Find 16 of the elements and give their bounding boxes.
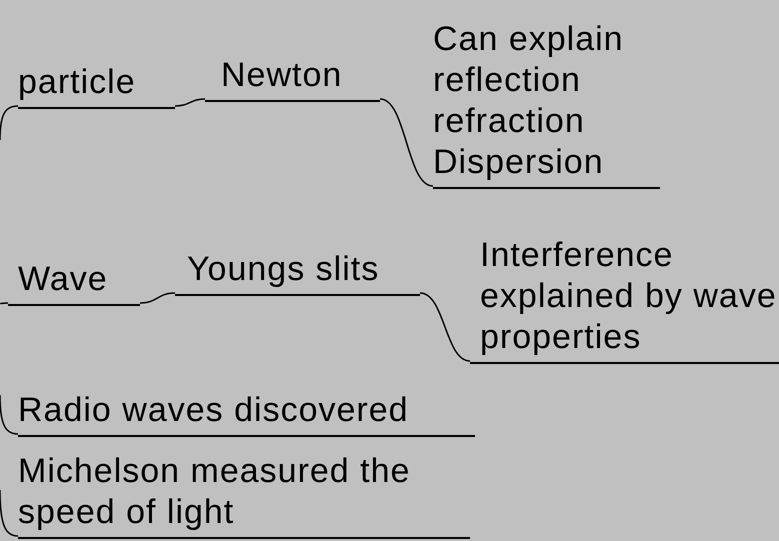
branch-topic: Newton	[205, 55, 380, 102]
branch-topic: Interference explained by wave properties	[470, 235, 779, 364]
branch-line	[0, 302, 8, 305]
branch-topic: Can explain reflection refraction Dispersion	[433, 19, 660, 189]
branch-line	[0, 394, 18, 435]
branch-topic: particle	[18, 62, 175, 109]
branch-line	[0, 490, 18, 537]
branch-line	[174, 98, 206, 107]
branch-topic: Wave	[8, 259, 140, 306]
branch-topic: Michelson measured the speed of light	[18, 451, 470, 539]
branch-line	[0, 105, 18, 140]
branch-topic: Radio waves discovered	[18, 390, 475, 437]
branch-topic: Youngs slits	[175, 249, 420, 296]
branch-line	[420, 292, 470, 362]
branch-line	[380, 98, 434, 187]
branch-line	[140, 292, 176, 304]
